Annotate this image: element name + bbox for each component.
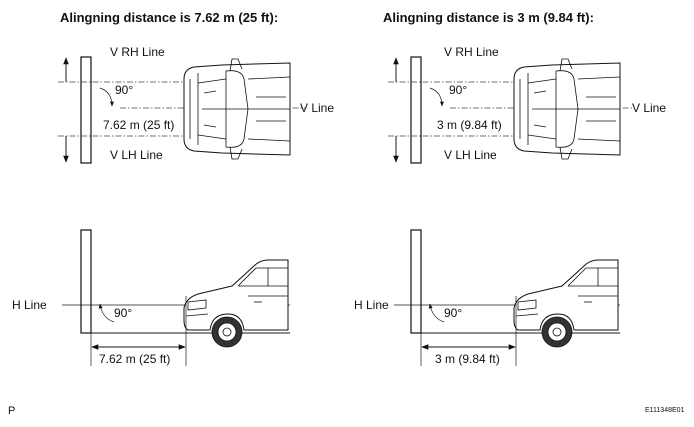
figure-code: E111348E01	[645, 407, 685, 414]
right-angle-arc-top	[429, 87, 444, 107]
left-top-view: V RH Line 90° 7.62 m (25 ft) V LH Line V…	[58, 45, 334, 164]
right-side-view: H Line 90° 3 m (9.84 ft)	[354, 229, 620, 366]
left-distance-side-label: 7.62 m (25 ft)	[99, 352, 170, 366]
left-wall-side	[80, 229, 92, 334]
right-wall-top	[410, 56, 422, 164]
left-panel: Alingning distance is 7.62 m (25 ft): V …	[12, 10, 334, 366]
left-wall-top	[80, 56, 92, 164]
left-v-line-label: V Line	[300, 101, 334, 115]
left-side-view: H Line 90° 7.62 m (25 ft)	[12, 229, 290, 366]
right-panel-title: Alingning distance is 3 m (9.84 ft):	[383, 10, 594, 25]
left-angle-arc-side	[98, 303, 115, 323]
right-angle-side-label: 90°	[444, 306, 462, 320]
right-angle-top-label: 90°	[449, 83, 467, 97]
left-angle-side-label: 90°	[114, 306, 132, 320]
right-distance-side-label: 3 m (9.84 ft)	[435, 352, 500, 366]
right-car-top-view	[513, 58, 621, 160]
left-panel-title: Alingning distance is 7.62 m (25 ft):	[60, 10, 278, 25]
left-v-rh-label: V RH Line	[110, 45, 165, 59]
left-angle-top-label: 90°	[115, 83, 133, 97]
left-v-lh-label: V LH Line	[110, 148, 163, 162]
right-panel: Alingning distance is 3 m (9.84 ft): V R…	[354, 10, 666, 366]
left-car-top-view	[183, 58, 291, 160]
right-distance-top-label: 3 m (9.84 ft)	[437, 118, 502, 132]
left-car-side-view	[183, 259, 289, 348]
page-letter: P	[8, 405, 15, 417]
right-v-rh-label: V RH Line	[444, 45, 499, 59]
right-car-side-view	[513, 259, 619, 348]
right-h-line-label: H Line	[354, 298, 389, 312]
left-distance-top-label: 7.62 m (25 ft)	[103, 118, 174, 132]
right-angle-arc-side	[428, 303, 445, 323]
right-v-line-label: V Line	[632, 101, 666, 115]
right-wall-side	[410, 229, 422, 334]
right-top-view: V RH Line 90° 3 m (9.84 ft) V LH Line V …	[388, 45, 666, 164]
left-angle-arc-top	[99, 87, 114, 107]
right-v-lh-label: V LH Line	[444, 148, 497, 162]
left-h-line-label: H Line	[12, 298, 47, 312]
